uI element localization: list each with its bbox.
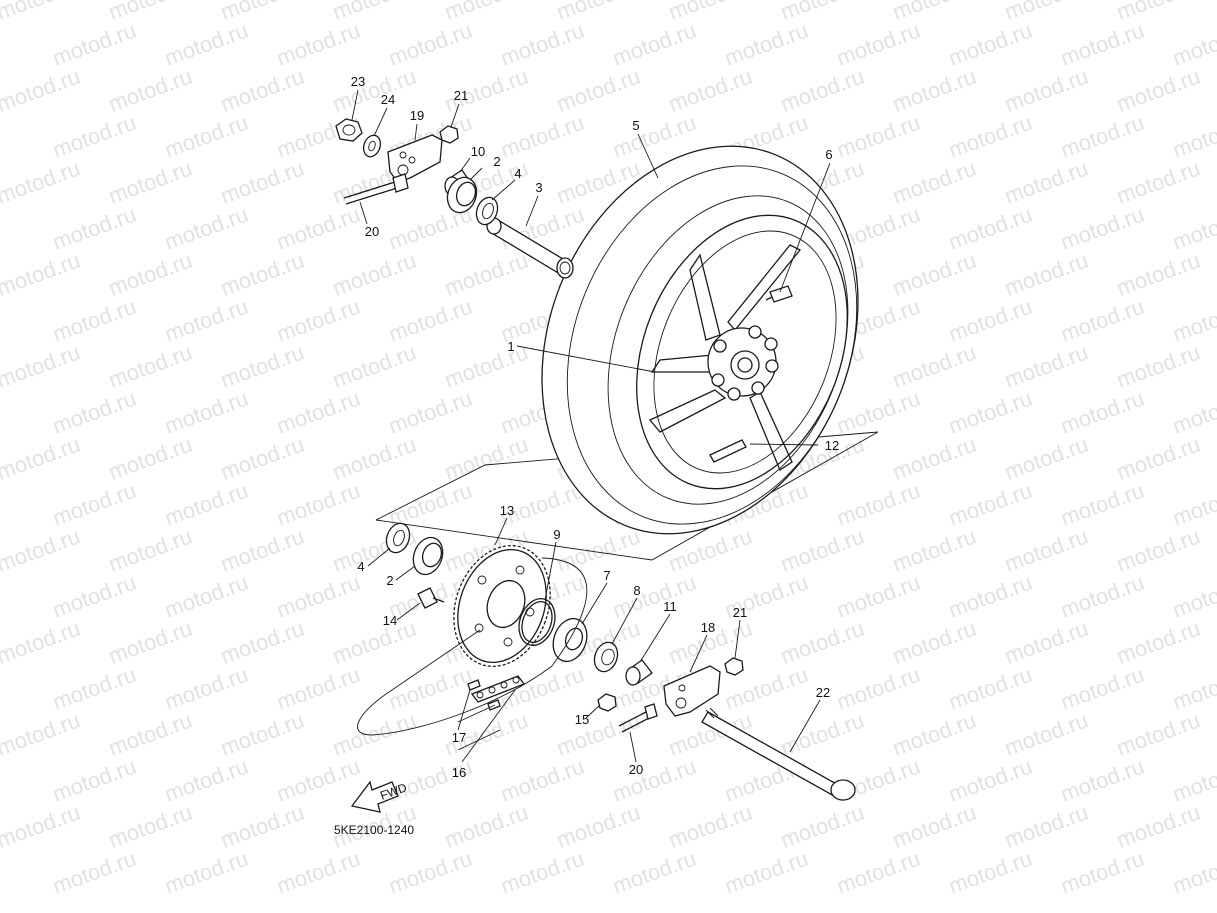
oil-seal-4-bottom [385,522,411,554]
rear-wheel [648,244,802,471]
callout-4-bottom: 4 [357,559,364,574]
rear-tire [541,145,859,535]
callout-9: 9 [553,527,560,542]
stud-bolt-14 [417,587,445,609]
wheel-axle-22 [701,707,856,801]
callout-12: 12 [825,438,839,453]
washer-24 [362,134,382,158]
callout-2-bottom: 2 [386,573,393,588]
nut-23 [335,118,363,142]
callout-24: 24 [381,92,395,107]
callout-5: 5 [632,118,639,133]
leader-lines [351,89,831,763]
nut-21-top [439,125,459,144]
fwd-arrow-icon: FWD [350,780,409,813]
collar-11 [625,659,653,686]
callout-6: 6 [825,147,832,162]
callout-16: 16 [452,765,466,780]
diagram-code: 5KE2100-1240 [334,823,414,837]
callout-3: 3 [535,180,542,195]
fwd-label: FWD [378,780,409,803]
assembly-frame [375,431,879,561]
bolt-20-bottom [618,703,658,733]
bearing-2-top [446,176,478,214]
nut-15 [597,693,617,712]
callout-4-top: 4 [514,166,521,181]
callout-17: 17 [452,730,466,745]
callout-21-top: 21 [454,88,468,103]
nut-21-bottom [724,657,744,676]
callout-20-bottom: 20 [629,762,643,777]
callout-23: 23 [351,74,365,89]
chain-puller-19 [387,134,443,183]
callout-22: 22 [816,685,830,700]
bearing-2-bottom [412,536,444,576]
callout-19: 19 [410,108,424,123]
callout-21-bottom: 21 [733,605,747,620]
callout-10: 10 [471,144,485,159]
drive-chain [357,557,588,736]
callout-14: 14 [383,613,397,628]
callout-7: 7 [603,568,610,583]
sprocket-13 [453,545,551,667]
chain-puller-18 [663,665,721,717]
callouts: 23 24 19 21 10 2 4 3 20 5 6 1 12 13 9 4 … [351,74,839,780]
callout-18: 18 [701,620,715,635]
callout-11: 11 [663,599,677,614]
callout-20-top: 20 [365,224,379,239]
bolt-20-top [343,173,409,205]
oil-seal-4-top [475,196,499,226]
collar-tube [486,217,574,279]
callout-2-top: 2 [493,154,500,169]
callout-13: 13 [500,503,514,518]
callout-8: 8 [633,583,640,598]
bearing-8 [593,641,619,673]
sprocket-hub-7 [552,617,588,663]
callout-1: 1 [507,339,514,354]
callout-15: 15 [575,712,589,727]
